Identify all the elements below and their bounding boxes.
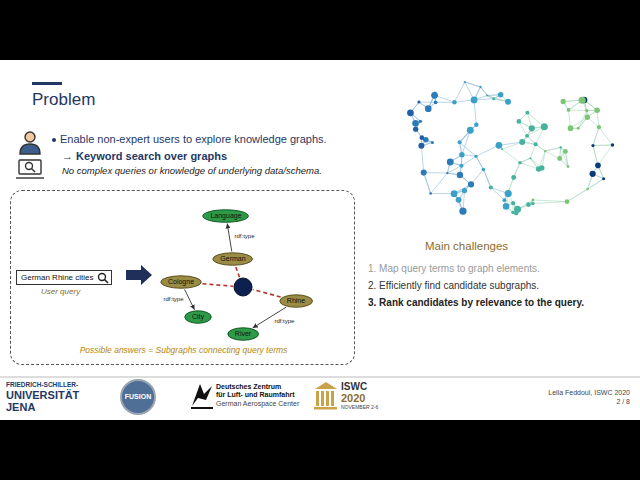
type-edge (227, 224, 232, 252)
logo-text: German Aerospace Center (216, 400, 299, 408)
user-icon (16, 132, 44, 178)
logo-text: für Luft- und Raumfahrt (216, 391, 295, 399)
node-label: German (220, 255, 245, 263)
answer-path (236, 267, 240, 278)
page-number: 2 / 8 (616, 398, 630, 406)
search-arrow (126, 265, 152, 285)
graph-node: River (227, 327, 259, 341)
edge-label: rdf:type (233, 233, 255, 240)
slide (0, 60, 640, 420)
graph-node: Language (202, 209, 249, 223)
network-illustration (407, 81, 614, 215)
logo-text: FUSION (118, 393, 158, 401)
type-edge (185, 289, 195, 309)
graph-node: City (184, 310, 212, 324)
edge-label: rdf:type (163, 296, 185, 303)
graph-node: Rhine (279, 294, 313, 308)
list-item: 2. Efficiently find candidate subgraphs. (368, 280, 539, 292)
iswc-logo (314, 382, 337, 410)
slide-title: Problem (32, 90, 95, 110)
answer-path (253, 290, 281, 297)
node-label: City (192, 313, 204, 321)
query-caption: User query (41, 287, 112, 296)
logo-text: NOVEMBER 2-6 (341, 405, 378, 411)
answer-root-node (234, 278, 252, 296)
list-item: 3. Rank candidates by relevance to the q… (368, 297, 584, 309)
logo-text: Deutsches Zentrum (216, 383, 281, 391)
node-label: River (235, 330, 251, 338)
bullet-text: Enable non-expert users to explore knowl… (60, 133, 327, 146)
letterbox (0, 0, 640, 60)
node-label: Rhine (287, 297, 305, 305)
answer-path (202, 284, 233, 286)
node-label: Language (210, 212, 241, 220)
logo-text: 2020 (341, 392, 365, 405)
footer-rule (0, 377, 640, 378)
magnifier-icon (97, 272, 109, 284)
title-bar (32, 82, 62, 85)
answer-region: Possible answers = Subgraphs connecting … (10, 190, 355, 365)
logo-text: ISWC (341, 381, 367, 393)
caption-text: Possible answers = Subgraphs connecting … (80, 346, 288, 356)
dlr-logo (191, 384, 213, 409)
graph-node: Cologne (160, 275, 202, 289)
list-item: 1. Map query terms to graph elements. (368, 263, 540, 275)
node-label: Cologne (168, 278, 194, 286)
logo-text: FRIEDRICH-SCHILLER- (6, 381, 78, 388)
edge-label: rdf:type (273, 318, 295, 325)
logo-text: JENA (6, 401, 35, 414)
bullet-subtext: → Keyword search over graphs (62, 150, 227, 163)
logo-text: UNIVERSITÄT (6, 389, 79, 402)
graph-node: German (212, 252, 253, 266)
footer-author: Leila Feddoul, ISWC 2020 (548, 389, 630, 397)
query-text: German Rhine cities (16, 270, 112, 285)
note-text: No complex queries or knowledge of under… (62, 166, 322, 177)
letterbox (0, 420, 640, 480)
bullet (52, 138, 56, 142)
list-heading: Main challenges (425, 240, 508, 253)
search-box: German Rhine citiesUser query (16, 266, 112, 296)
